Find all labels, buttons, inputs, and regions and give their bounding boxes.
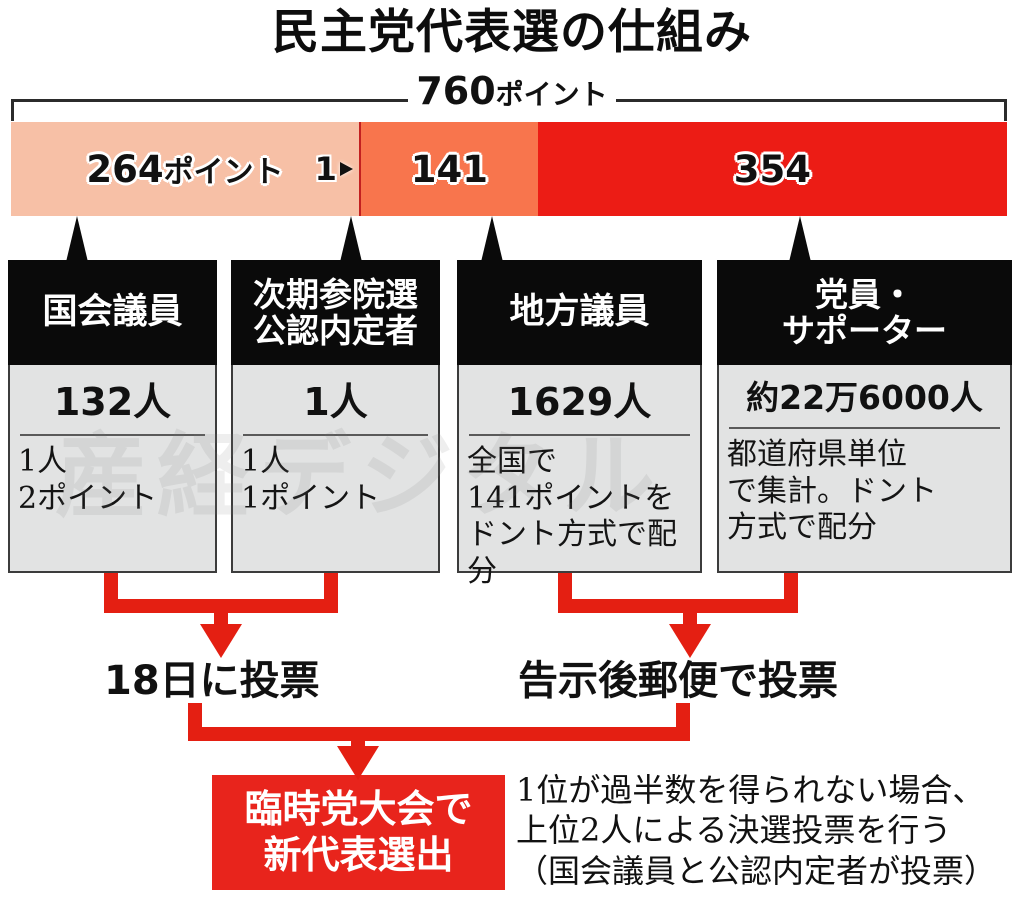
category-note: 1人 2ポイント <box>18 444 158 516</box>
divider <box>20 434 205 436</box>
category-note: 全国で 141ポイントを ドント方式で配分 <box>467 444 677 589</box>
pointer-spike-local-assembly <box>481 216 503 262</box>
bar-segment-value: 354 <box>733 147 812 191</box>
one-point-marker-label: 1 <box>314 150 337 188</box>
category-count: 約22万6000人 <box>746 378 983 417</box>
category-note: 1人 1ポイント <box>241 444 381 516</box>
connector-right-down <box>683 599 697 631</box>
arrow-right-icon <box>339 162 353 176</box>
bar-segment-members-supporters: 354 <box>537 122 1007 216</box>
result-line-2: 新代表選出 <box>263 832 454 877</box>
runoff-note-line-3: （国会議員と公認内定者が投票） <box>516 851 997 890</box>
one-point-marker: 1 <box>315 150 353 188</box>
bar-segment-label: 264ポイント <box>86 147 283 191</box>
divider <box>469 434 690 436</box>
runoff-note-line-1: 1位が過半数を得られない場合、 <box>516 771 985 809</box>
result-line-1: 臨時党大会で <box>244 786 473 831</box>
category-header: 地方議員 <box>457 260 702 365</box>
page-title: 民主党代表選の仕組み <box>272 5 752 60</box>
arrow-down-icon-right <box>669 624 711 658</box>
pointer-spike-diet-members <box>66 216 88 262</box>
category-count: 1629人 <box>507 380 652 424</box>
category-box-diet-members: 国会議員 132人 1人 2ポイント <box>8 260 217 573</box>
category-box-next-election-candidates: 次期参院選 公認内定者 1人 1人 1ポイント <box>231 260 440 573</box>
result-box: 臨時党大会で 新代表選出 <box>212 775 505 890</box>
stage-label-right-vote: 告示後郵便で投票 <box>518 658 838 704</box>
category-count: 1人 <box>303 380 368 424</box>
bar-segment-value: 264 <box>86 148 164 191</box>
arrow-down-icon-merge <box>337 746 379 780</box>
category-header: 次期参院選 公認内定者 <box>231 260 440 365</box>
connector-merge-horizontal <box>188 727 690 741</box>
category-count: 132人 <box>53 380 172 424</box>
divider <box>243 434 428 436</box>
bar-segment-local-assembly: 141 <box>358 122 538 216</box>
category-header: 党員・ サポーター <box>717 260 1012 365</box>
pointer-spike-next-election <box>340 216 362 262</box>
bar-segment-diet-members: 264ポイント 1 <box>11 122 359 216</box>
stage-label-left-vote: 18日に投票 <box>104 658 320 704</box>
pointer-spike-members-supporters <box>789 216 811 262</box>
category-header: 国会議員 <box>8 260 217 365</box>
runoff-note: 1位が過半数を得られない場合、 上位2人による決選投票を行う （国会議員と公認内… <box>516 770 1021 891</box>
total-points-unit: ポイント <box>495 78 608 111</box>
points-stacked-bar: 264ポイント 1 141 354 <box>11 122 1007 216</box>
connector-left-down <box>214 599 228 631</box>
connector-right-horizontal <box>558 599 798 613</box>
bar-segment-label: 354 <box>734 148 811 191</box>
arrow-down-icon-left <box>200 624 242 658</box>
category-note: 都道府県単位 で集計。ドント 方式で配分 <box>727 437 937 546</box>
category-box-members-supporters: 党員・ サポーター 約22万6000人 都道府県単位 で集計。ドント 方式で配分 <box>717 260 1012 573</box>
bar-segment-unit: ポイント <box>163 155 284 190</box>
total-points-label: 760ポイント <box>0 69 1024 113</box>
bar-segment-value: 141 <box>410 147 488 191</box>
total-points-value: 760 <box>416 69 496 113</box>
bar-segment-label: 141 <box>411 148 488 191</box>
divider <box>729 427 1000 429</box>
runoff-note-line-2: 上位2人による決選投票を行う <box>516 811 952 850</box>
category-box-local-assembly: 地方議員 1629人 全国で 141ポイントを ドント方式で配分 <box>457 260 702 589</box>
